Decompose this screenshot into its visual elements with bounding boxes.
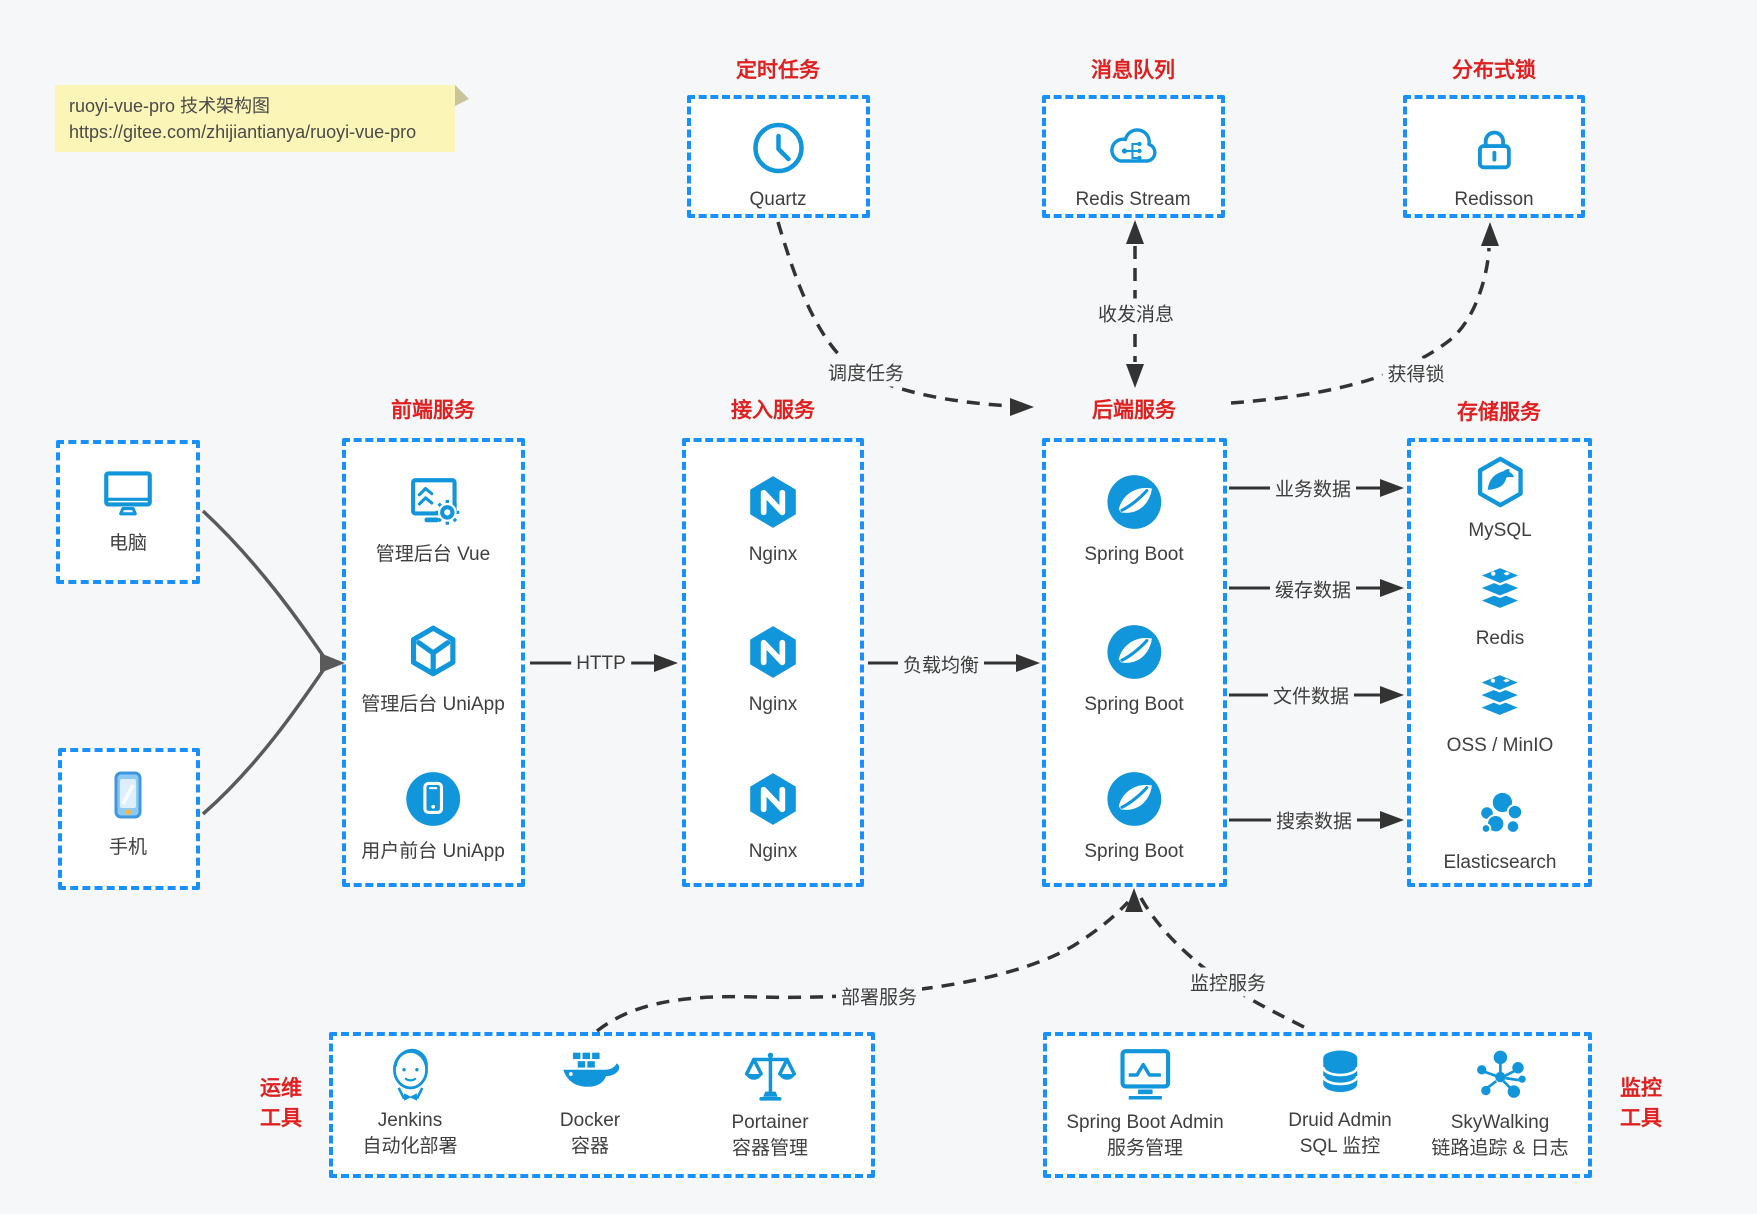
redis-stream-group-box — [1042, 95, 1225, 218]
node-computer: 电脑 — [99, 462, 157, 557]
title-access-services: 接入服务 — [731, 399, 815, 422]
acquire-lock-curve — [1230, 247, 1491, 405]
node-springboot-2: Spring Boot — [1084, 623, 1184, 718]
node-user-uniapp: 用户前台 UniApp — [361, 770, 505, 865]
node-nginx-2: Nginx — [744, 623, 802, 718]
node-nginx-3: Nginx — [744, 770, 802, 865]
node-redis: Redis — [1473, 563, 1527, 652]
node-redisson: Redisson — [1454, 122, 1534, 213]
node-phone: 手机 — [100, 768, 156, 861]
edge-label-lock: 获得锁 — [1382, 358, 1450, 388]
node-springboot-1: Spring Boot — [1084, 473, 1184, 568]
data-arrowheads — [1380, 479, 1404, 829]
data-arrows — [1229, 486, 1380, 822]
node-mysql: MySQL — [1468, 455, 1532, 544]
node-elasticsearch: Elasticsearch — [1444, 788, 1557, 876]
computer-to-frontend-arrow — [201, 509, 328, 816]
edge-label-business-data: 业务数据 — [1269, 473, 1357, 503]
edge-label-message: 收发消息 — [1092, 298, 1180, 328]
http-arrowhead — [654, 654, 678, 672]
edge-label-deploy: 部署服务 — [835, 981, 923, 1011]
edge-label-search-data: 搜索数据 — [1270, 805, 1358, 835]
node-springboot-3: Spring Boot — [1084, 770, 1184, 865]
edge-label-load-balance: 负载均衡 — [897, 649, 985, 679]
node-admin-vue: 管理后台 Vue — [376, 473, 490, 568]
title-distributed-lock: 分布式锁 — [1452, 59, 1536, 82]
node-nginx-1: Nginx — [744, 473, 802, 568]
computer-box — [56, 440, 200, 584]
node-quartz: Quartz — [749, 120, 807, 213]
edge-label-file-data: 文件数据 — [1267, 680, 1355, 710]
node-redis-stream: Redis Stream — [1075, 120, 1191, 213]
title-backend-services: 后端服务 — [1092, 399, 1176, 422]
edge-label-cache-data: 缓存数据 — [1269, 574, 1357, 604]
title-monitor-tools: 监控 工具 — [1620, 1077, 1662, 1130]
title-message-queue: 消息队列 — [1091, 59, 1175, 82]
quartz-group-box — [687, 95, 870, 218]
monitor-service-curve — [1139, 897, 1311, 1032]
note-url: https://gitee.com/zhijiantianya/ruoyi-vu… — [69, 122, 417, 142]
load-balance-arrowhead — [1016, 654, 1040, 672]
phone-box — [58, 748, 200, 890]
node-admin-uniapp: 管理后台 UniApp — [361, 623, 505, 718]
dashed-arrowheads — [1010, 220, 1499, 912]
title-frontend-services: 前端服务 — [391, 399, 475, 422]
title-scheduled-tasks: 定时任务 — [736, 59, 820, 82]
deploy-service-curve — [595, 900, 1130, 1033]
edge-label-schedule: 调度任务 — [822, 357, 910, 387]
title-ops-tools: 运维 工具 — [260, 1077, 302, 1130]
title-storage-services: 存储服务 — [1457, 401, 1541, 424]
node-oss-minio: OSS / MinIO — [1447, 670, 1553, 759]
frontend-arrowhead — [320, 653, 345, 673]
note-title: ruoyi-vue-pro 技术架构图 — [69, 96, 271, 116]
sticky-note: ruoyi-vue-pro 技术架构图 https://gitee.com/zh… — [55, 85, 469, 152]
edge-label-monitor: 监控服务 — [1184, 967, 1272, 997]
note-fold-corner — [455, 85, 469, 106]
edge-label-http: HTTP — [571, 652, 631, 676]
